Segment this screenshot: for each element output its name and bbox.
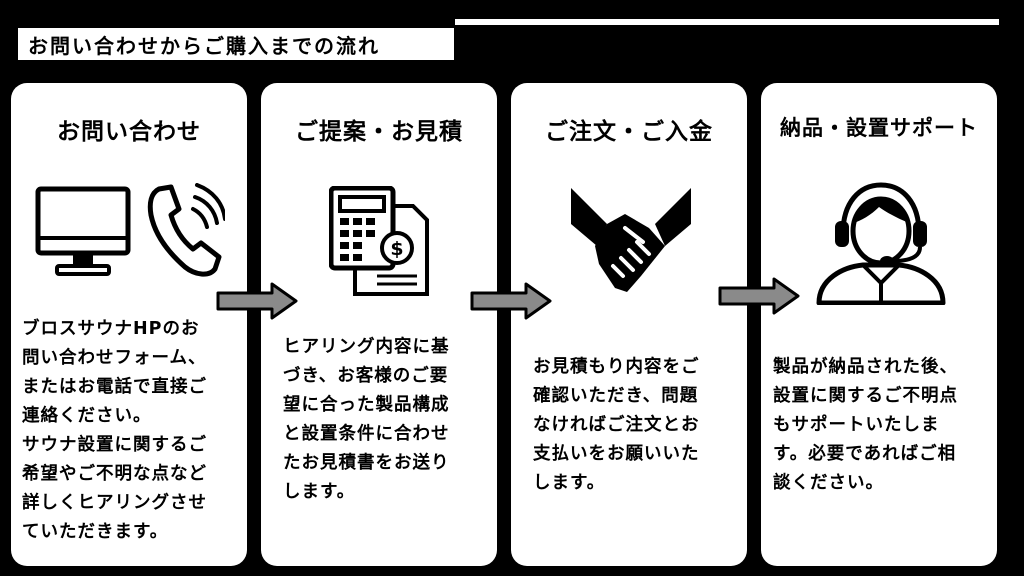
handshake-icon: [571, 188, 691, 292]
step-title: お問い合わせ: [57, 119, 201, 145]
step-title: ご提案・お見積: [295, 119, 463, 145]
arrow-right-icon: [216, 282, 298, 320]
step-card-inquiry: お問い合わせ ブロスサウナHPのお 問い合わせフォーム、 またはお電話で直接ご …: [11, 83, 247, 566]
arrow-right-icon: [470, 282, 552, 320]
step-description: ブロスサウナHPのお 問い合わせフォーム、 またはお電話で直接ご 連絡ください。…: [22, 319, 207, 542]
svg-text:$: $: [390, 238, 403, 260]
step-description: お見積もり内容をご 確認いただき、問題 なければご注文とお 支払いをお願いいた …: [533, 357, 700, 493]
step-description: 製品が納品された後、 設置に関するご不明点 もサポートいたしま す。必要であれば…: [773, 357, 958, 493]
step-title: 納品・設置サポート: [780, 116, 978, 140]
step-card-order: ご注文・ご入金 お見積もり内容をご 確認いただき、問題 なければご注文とお 支払…: [511, 83, 747, 566]
page-title: お問い合わせからご購入までの流れ: [18, 28, 454, 60]
monitor-icon: [35, 186, 131, 276]
arrow-right-icon: [718, 277, 800, 315]
step-card-support: 納品・設置サポート 製品が納品された後、 設置に関するご不明点 もサポートいたし…: [761, 83, 997, 566]
calculator-invoice-icon: $: [329, 186, 429, 296]
header-rule: [455, 19, 999, 25]
step-description: ヒアリング内容に基 づき、お客様のご要 望に合った製品構成 と設置条件に合わせ …: [283, 337, 450, 502]
support-headset-icon: [816, 182, 946, 305]
step-title: ご注文・ご入金: [545, 119, 713, 145]
phone-icon: [147, 183, 225, 277]
page-title-text: お問い合わせからご購入までの流れ: [28, 33, 380, 58]
step-card-proposal: ご提案・お見積 $ ヒアリング内容に基 づき、お客様のご要 望に合った製品構成 …: [261, 83, 497, 566]
